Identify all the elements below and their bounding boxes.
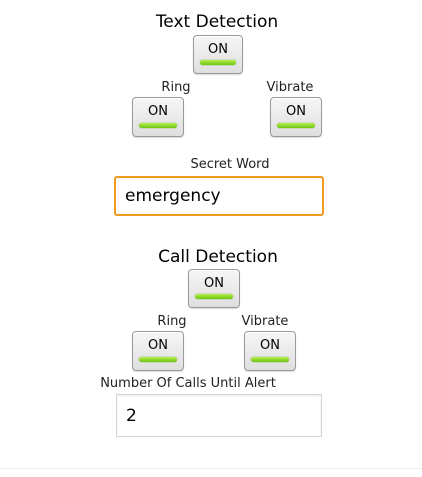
secret-word-label: Secret Word [190,157,270,172]
calls-until-alert-value: 2 [126,405,137,426]
toggle-label: ON [208,42,228,57]
secret-word-input[interactable]: emergency [114,176,324,216]
toggle-label: ON [286,104,306,119]
on-indicator [139,123,177,128]
on-indicator [195,294,233,299]
on-indicator [277,123,315,128]
on-indicator [200,60,236,65]
text-detection-toggle[interactable]: ON [193,35,243,74]
text-detection-title: Text Detection [155,12,279,32]
call-detection-title: Call Detection [158,247,278,267]
calls-until-alert-input[interactable]: 2 [116,394,322,437]
on-indicator [139,357,177,362]
toggle-label: ON [148,338,168,353]
calls-until-alert-label: Number Of Calls Until Alert [100,376,276,391]
text-vibrate-toggle[interactable]: ON [270,97,322,137]
call-detection-toggle[interactable]: ON [188,269,240,308]
call-vibrate-toggle[interactable]: ON [244,331,296,371]
text-ring-label: Ring [161,80,191,95]
toggle-label: ON [148,104,168,119]
divider [0,468,422,469]
text-ring-toggle[interactable]: ON [132,97,184,137]
call-vibrate-label: Vibrate [241,314,289,329]
call-ring-toggle[interactable]: ON [132,331,184,371]
toggle-label: ON [260,338,280,353]
text-vibrate-label: Vibrate [266,80,314,95]
on-indicator [251,357,289,362]
call-ring-label: Ring [157,314,187,329]
secret-word-value: emergency [125,186,221,206]
toggle-label: ON [204,276,224,291]
